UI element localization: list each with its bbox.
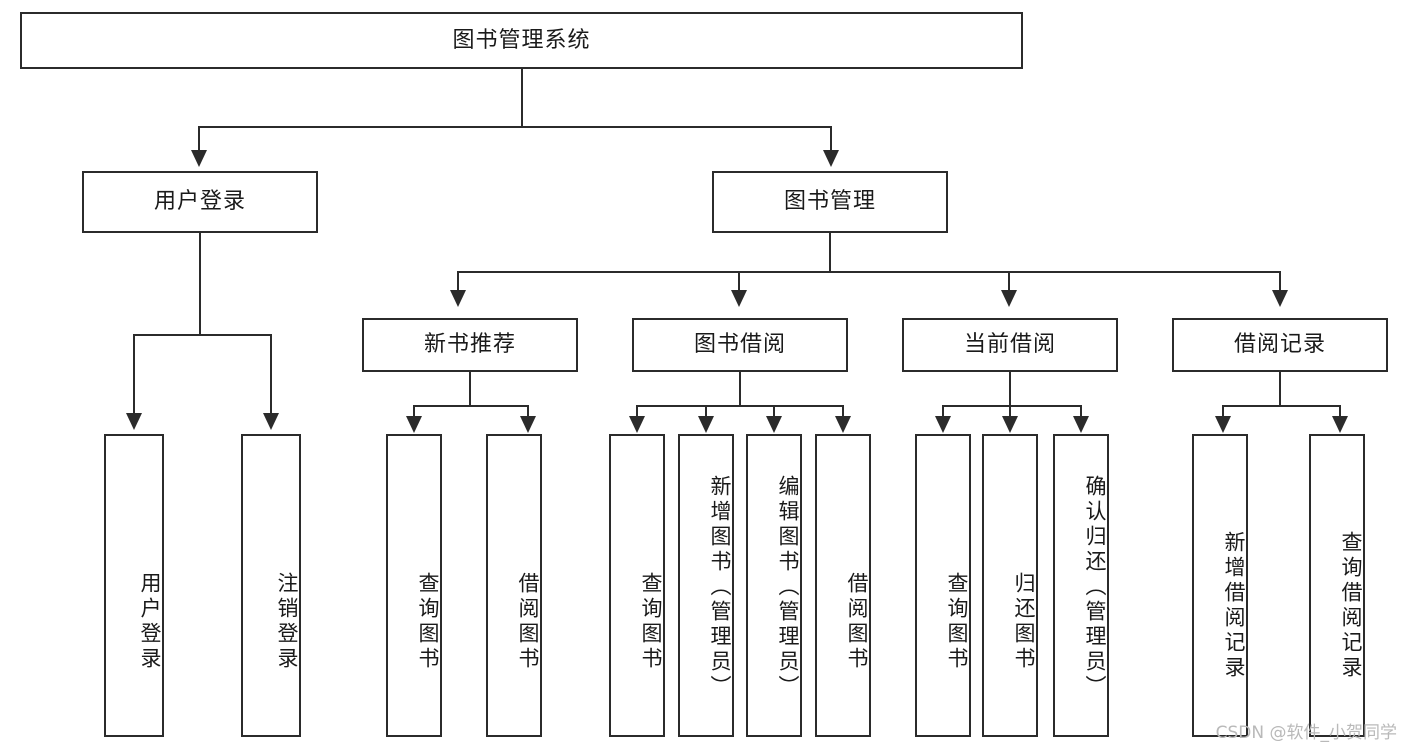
connector-record-l	[1222, 405, 1224, 419]
connector-bookmgmt-c2	[738, 271, 740, 293]
arrow-borrow-to-borrowbook	[835, 416, 851, 433]
node-root-system[interactable]: 图书管理系统	[20, 12, 1023, 69]
arrow-borrow-to-add	[698, 416, 714, 433]
leaf-newbook-query-book[interactable]: 查询图书	[386, 434, 442, 737]
arrow-login-to-userlogin	[126, 413, 142, 430]
arrow-current-to-return	[1002, 416, 1018, 433]
connector-record-bar	[1222, 405, 1341, 407]
connector-newbook-bar	[413, 405, 529, 407]
node-book-borrow[interactable]: 图书借阅	[632, 318, 848, 372]
connector-bookmgmt-c3	[1008, 271, 1010, 293]
arrow-login-to-logout	[263, 413, 279, 430]
arrow-newbook-to-borrow	[520, 416, 536, 433]
connector-bookmgmt-c4	[1279, 271, 1281, 293]
connector-current-c2	[1009, 405, 1011, 419]
connector-login-left	[133, 334, 135, 416]
leaf-record-query-record[interactable]: 查询借阅记录	[1309, 434, 1365, 737]
leaf-borrow-add-book-admin[interactable]: 新增图书（管理员）	[678, 434, 734, 737]
connector-bookmgmt-stem	[829, 233, 831, 272]
leaf-borrow-query-book[interactable]: 查询图书	[609, 434, 665, 737]
arrow-current-to-query	[935, 416, 951, 433]
connector-current-stem	[1009, 372, 1011, 406]
arrow-bookmgmt-to-record	[1272, 290, 1288, 307]
leaf-current-confirm-return-admin[interactable]: 确认归还（管理员）	[1053, 434, 1109, 737]
arrow-record-to-add	[1215, 416, 1231, 433]
connector-root-bar	[198, 126, 832, 128]
leaf-borrow-borrow-book[interactable]: 借阅图书	[815, 434, 871, 737]
connector-borrow-c2	[705, 405, 707, 419]
node-user-login[interactable]: 用户登录	[82, 171, 318, 233]
leaf-record-add-record[interactable]: 新增借阅记录	[1192, 434, 1248, 737]
connector-current-bar	[942, 405, 1082, 407]
leaf-borrow-edit-book-admin[interactable]: 编辑图书（管理员）	[746, 434, 802, 737]
arrow-bookmgmt-to-current	[1001, 290, 1017, 307]
connector-borrow-c4	[842, 405, 844, 419]
connector-newbook-stem	[469, 372, 471, 406]
arrow-newbook-to-query	[406, 416, 422, 433]
connector-borrow-stem	[739, 372, 741, 406]
connector-bookmgmt-c1	[457, 271, 459, 293]
arrow-borrow-to-query	[629, 416, 645, 433]
connector-borrow-bar	[636, 405, 844, 407]
arrow-record-to-query	[1332, 416, 1348, 433]
connector-root-to-bookmgmt	[830, 126, 832, 153]
connector-login-right	[270, 334, 272, 416]
connector-current-c3	[1080, 405, 1082, 419]
leaf-current-return-book[interactable]: 归还图书	[982, 434, 1038, 737]
connector-root-to-login	[198, 126, 200, 153]
connector-bookmgmt-bar	[457, 271, 1280, 273]
connector-borrow-c3	[773, 405, 775, 419]
connector-login-stem	[199, 233, 201, 335]
connector-newbook-r	[527, 405, 529, 419]
arrow-borrow-to-edit	[766, 416, 782, 433]
leaf-newbook-borrow-book[interactable]: 借阅图书	[486, 434, 542, 737]
node-book-management[interactable]: 图书管理	[712, 171, 948, 233]
arrow-current-to-confirm	[1073, 416, 1089, 433]
node-borrow-record[interactable]: 借阅记录	[1172, 318, 1388, 372]
arrow-bookmgmt-to-borrow	[731, 290, 747, 307]
arrow-root-to-login	[191, 150, 207, 167]
leaf-logout[interactable]: 注销登录	[241, 434, 301, 737]
connector-record-stem	[1279, 372, 1281, 406]
arrow-root-to-bookmgmt	[823, 150, 839, 167]
connector-record-r	[1339, 405, 1341, 419]
connector-login-bar	[133, 334, 272, 336]
connector-current-c1	[942, 405, 944, 419]
arrow-bookmgmt-to-newbook	[450, 290, 466, 307]
leaf-current-query-book[interactable]: 查询图书	[915, 434, 971, 737]
connector-root-stem	[521, 69, 523, 127]
connector-borrow-c1	[636, 405, 638, 419]
node-new-book-recommend[interactable]: 新书推荐	[362, 318, 578, 372]
connector-newbook-l	[413, 405, 415, 419]
node-current-borrow[interactable]: 当前借阅	[902, 318, 1118, 372]
leaf-user-login[interactable]: 用户登录	[104, 434, 164, 737]
